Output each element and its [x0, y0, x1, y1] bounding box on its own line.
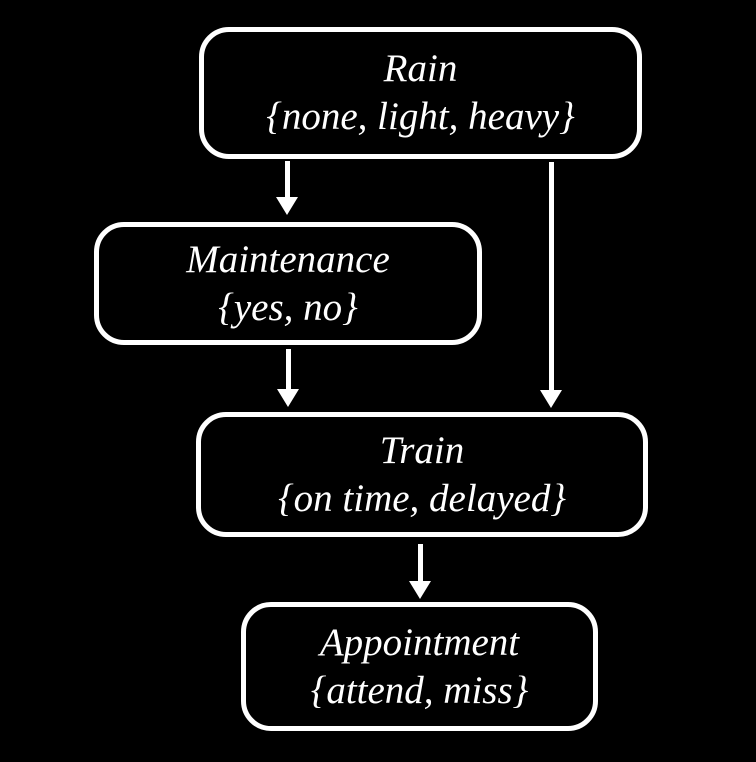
node-appointment-title: Appointment: [319, 620, 520, 664]
arrow-line: [548, 162, 554, 390]
edge-rain-to-train-arrow: [540, 162, 562, 408]
arrow-head-icon: [540, 390, 562, 408]
edge-train-to-appointment-arrow: [409, 544, 431, 599]
node-rain-values: {none, light, heavy}: [266, 95, 575, 138]
node-maintenance-title: Maintenance: [186, 237, 390, 281]
node-appointment: Appointment {attend, miss}: [241, 602, 598, 731]
arrow-line: [417, 544, 423, 581]
node-rain-title: Rain: [383, 47, 458, 90]
edge-rain-to-maintenance-arrow: [276, 161, 298, 215]
edge-maintenance-to-train-arrow: [277, 349, 299, 407]
arrow-line: [284, 161, 290, 197]
node-train-values: {on time, delayed}: [278, 476, 566, 520]
node-appointment-values: {attend, miss}: [310, 668, 529, 712]
node-train-title: Train: [379, 428, 465, 472]
node-maintenance: Maintenance {yes, no}: [94, 222, 482, 345]
arrow-head-icon: [409, 581, 431, 599]
arrow-line: [285, 349, 291, 389]
node-maintenance-values: {yes, no}: [218, 285, 358, 329]
node-train: Train {on time, delayed}: [196, 412, 648, 537]
node-rain: Rain {none, light, heavy}: [199, 27, 642, 159]
arrow-head-icon: [277, 389, 299, 407]
arrow-head-icon: [276, 197, 298, 215]
